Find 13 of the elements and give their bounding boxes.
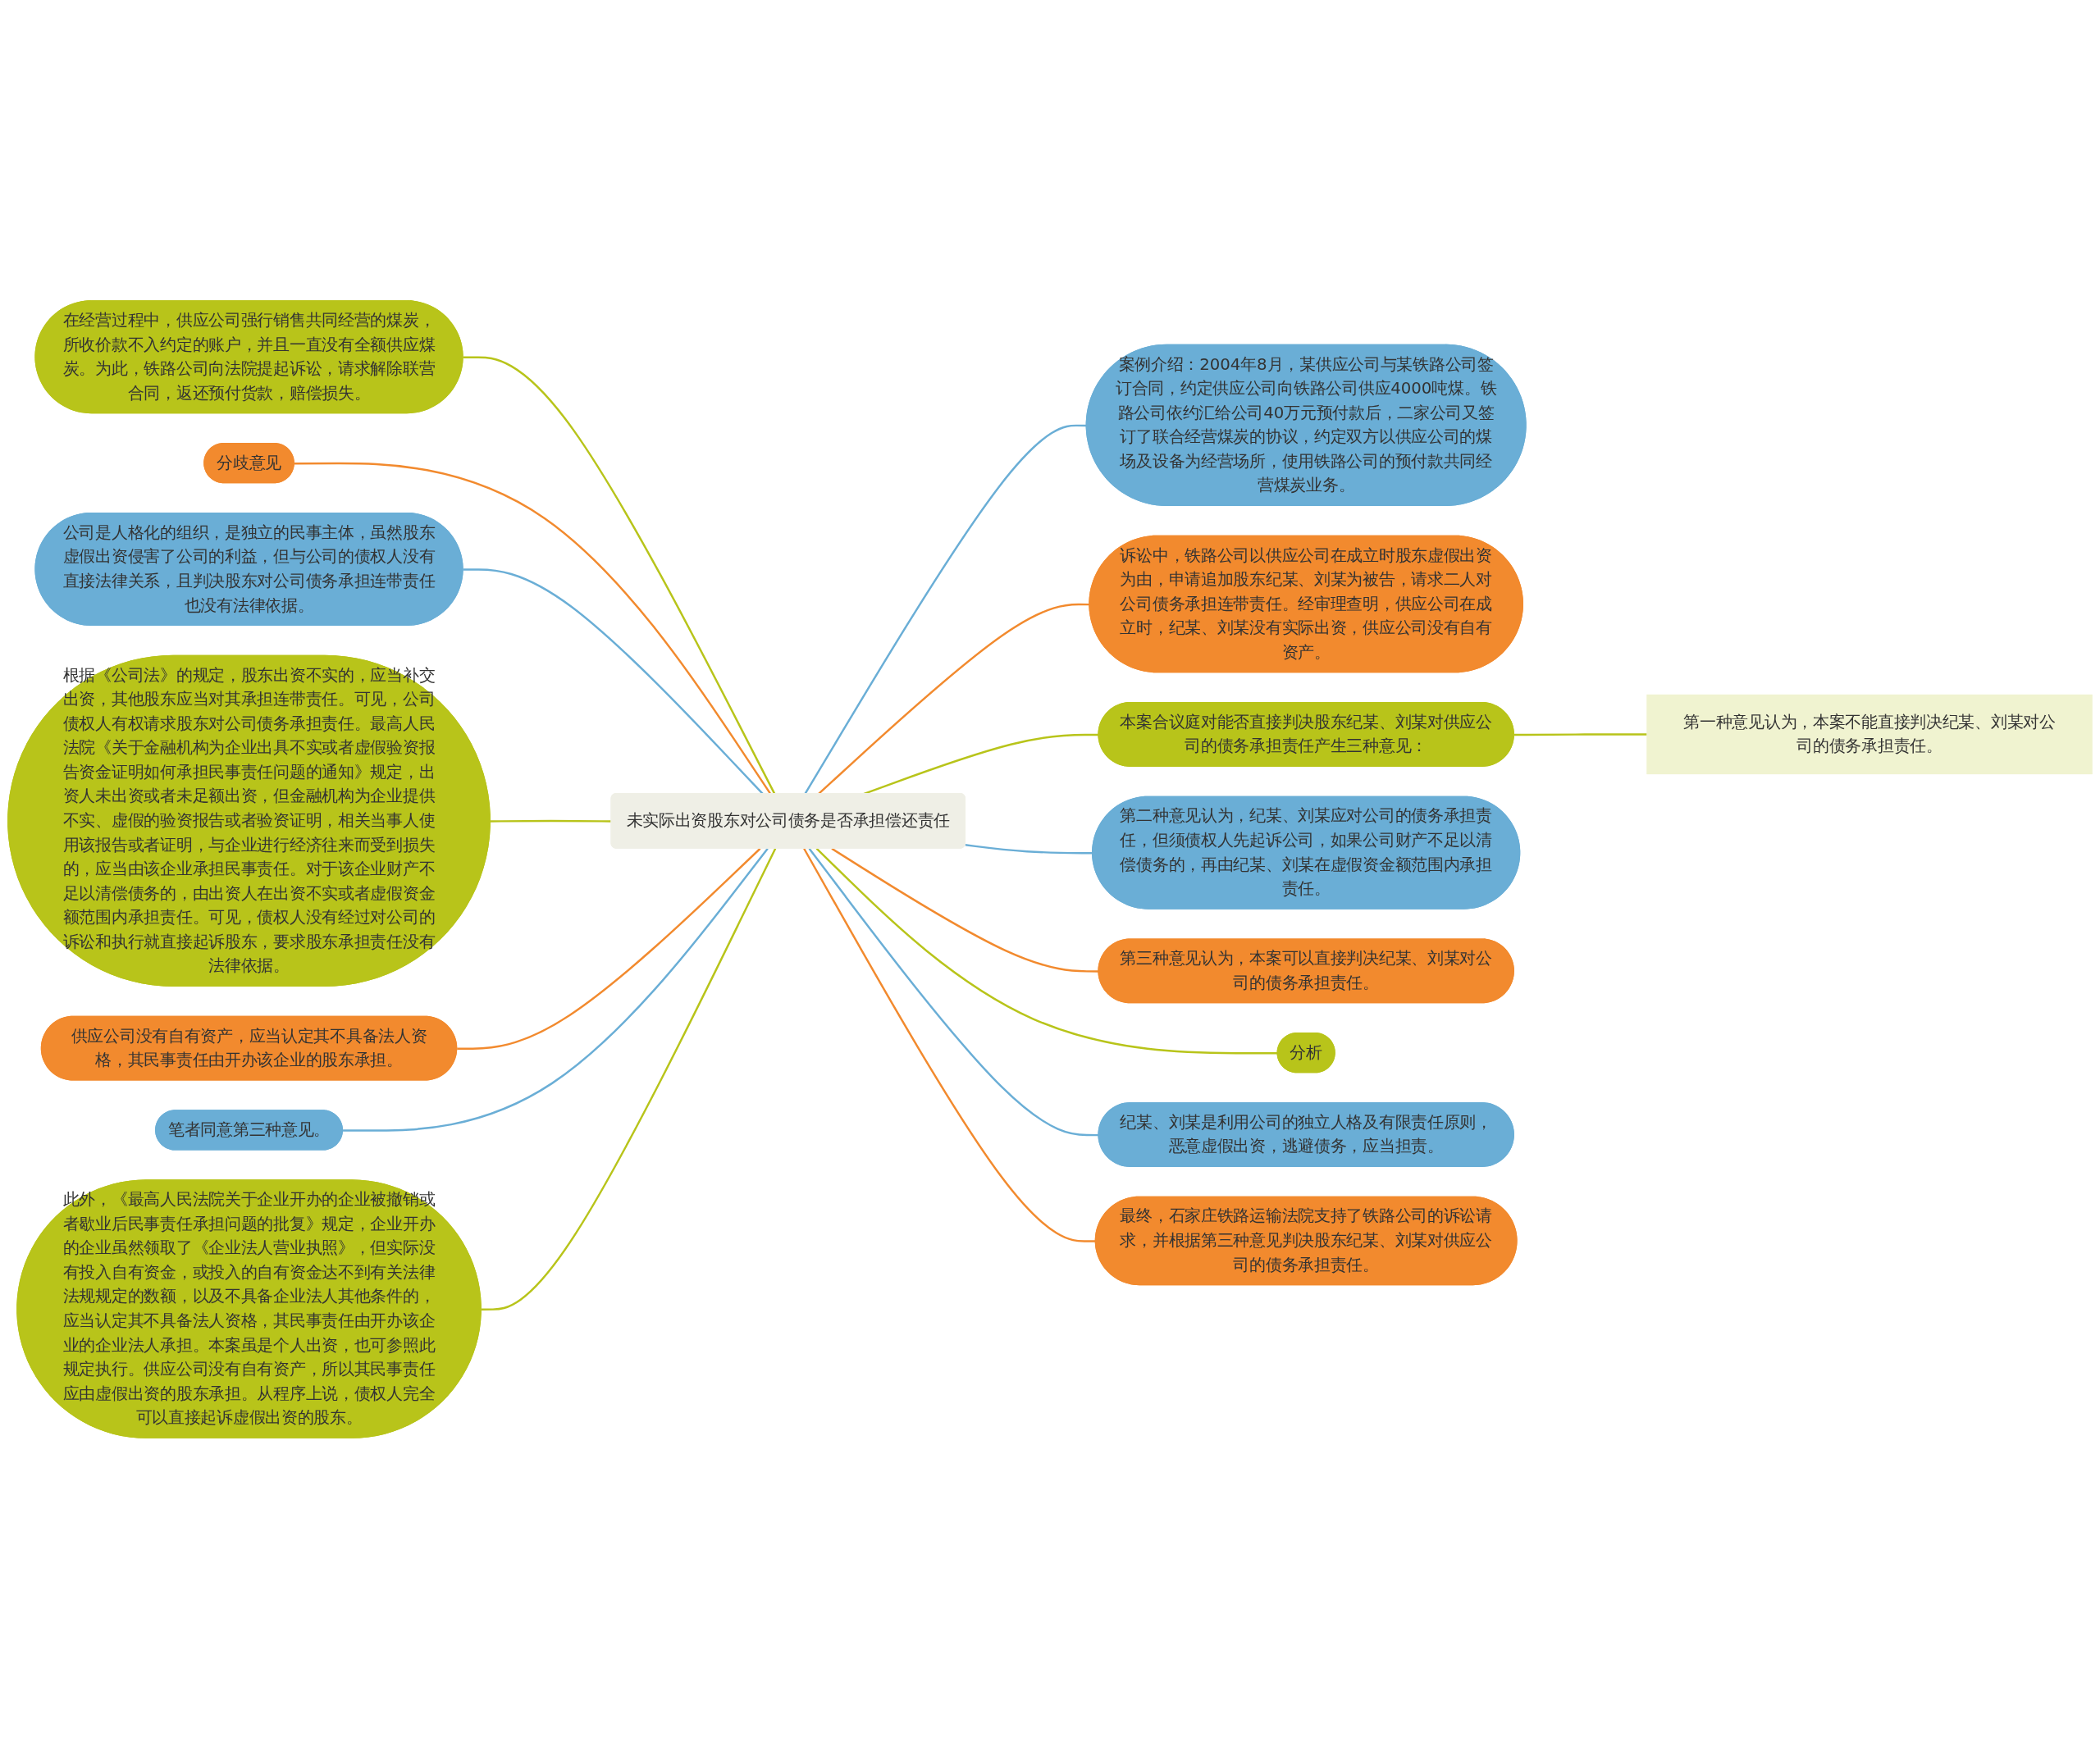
connector: [815, 847, 1278, 1055]
connector: [804, 424, 1087, 795]
node-box: 第一种意见认为，本案不能直接判决纪某、刘某对公司的债务承担责任。: [1646, 694, 2093, 775]
connector: [808, 848, 1099, 1137]
connector: [342, 848, 769, 1132]
connector: [457, 847, 761, 1050]
connector: [803, 848, 1096, 1242]
connector: [831, 847, 1099, 973]
connector: [490, 819, 612, 823]
connector: [463, 356, 776, 795]
connector: [294, 462, 772, 795]
connector: [481, 848, 777, 1311]
connector: [1513, 733, 1647, 736]
